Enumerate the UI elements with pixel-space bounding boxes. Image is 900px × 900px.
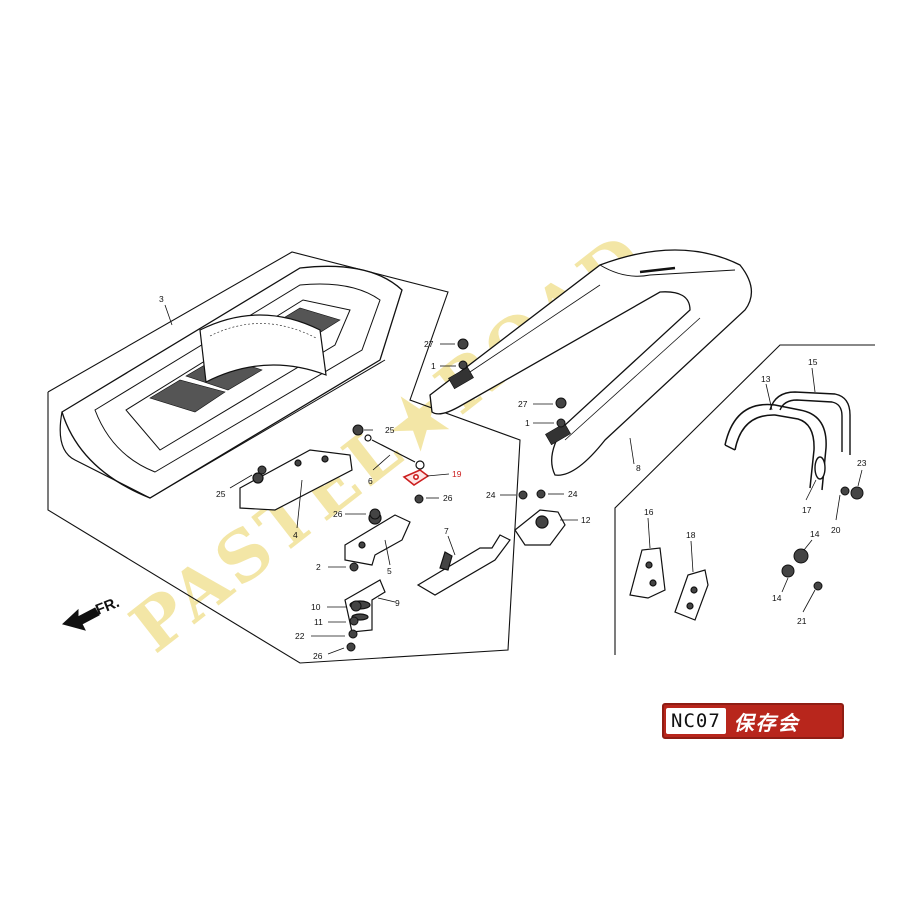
- fasteners: [257, 338, 864, 652]
- bolt-27-mid: [555, 397, 567, 409]
- bracket-part-18: [674, 569, 709, 621]
- part-callout: 27: [518, 399, 528, 409]
- part-callout: 16: [644, 507, 654, 517]
- front-direction-indicator: FR.: [62, 594, 122, 631]
- part-callout: 17: [802, 505, 812, 515]
- part-callout: 7: [444, 526, 449, 536]
- part-callout: 27: [424, 339, 434, 349]
- washer-1-top: [458, 360, 468, 370]
- part-callout: 1: [431, 361, 436, 371]
- logo-model-code: NC07: [666, 708, 726, 734]
- bracket-part-12: [514, 509, 566, 546]
- collar-2: [349, 562, 359, 572]
- nut-26-bottom: [346, 642, 356, 652]
- grommet-14-upper: [793, 548, 809, 564]
- screw-24-right: [536, 489, 546, 499]
- clip-part-19: [402, 469, 430, 486]
- nut-26-right: [414, 494, 424, 504]
- part-callout: 26: [443, 493, 453, 503]
- nut-25-top: [352, 424, 364, 436]
- rear-cowl-part-8: [429, 249, 752, 476]
- washer-1-mid: [556, 418, 566, 428]
- cable-part-6: [364, 434, 425, 470]
- bolt-23: [850, 486, 864, 500]
- nut-25-left: [257, 465, 267, 475]
- part-callout: 18: [686, 530, 696, 540]
- part-callout: 9: [395, 598, 400, 608]
- washer-10: [350, 600, 362, 612]
- front-label: FR.: [93, 594, 122, 619]
- group-boundaries: [47, 251, 875, 664]
- part-callout: 24: [486, 490, 496, 500]
- collar-22: [348, 629, 358, 639]
- grab-rail-part-15: [769, 391, 851, 455]
- latch-part-7: [416, 534, 511, 596]
- washer-11: [349, 616, 359, 626]
- part-callout: 13: [761, 374, 771, 384]
- part-callout: 20: [831, 525, 841, 535]
- leader-lines: [164, 304, 863, 655]
- grommet-14-lower: [781, 564, 795, 578]
- seat-group-boundary: [47, 251, 521, 664]
- part-callout: 23: [857, 458, 867, 468]
- part-callout: 12: [581, 515, 591, 525]
- bracket-part-4: [239, 449, 353, 511]
- grab-rail-part-13: [724, 403, 827, 491]
- part-callout: 25: [385, 425, 395, 435]
- part-callouts: 3 25 25 6 19 26 26 4 7 2 5 10 9 11 22 26…: [159, 294, 867, 661]
- part-callout: 2: [316, 562, 321, 572]
- part-callout: 21: [797, 616, 807, 626]
- part-callout: 26: [313, 651, 323, 661]
- part-callout: 15: [808, 357, 818, 367]
- part-callout: 25: [216, 489, 226, 499]
- bolt-27-top: [457, 338, 469, 350]
- bracket-part-16: [629, 547, 666, 599]
- part-callout: 10: [311, 602, 321, 612]
- part-callout: 4: [293, 530, 298, 540]
- part-callout: 8: [636, 463, 641, 473]
- seat-part-3: [59, 265, 403, 499]
- grab-rail-group-boundary: [614, 344, 875, 655]
- part-callout: 22: [295, 631, 305, 641]
- club-logo-badge: NC07 保存会: [662, 703, 844, 739]
- nut-26-left: [369, 508, 381, 520]
- arrow-icon: [62, 607, 100, 631]
- part-callout: 5: [387, 566, 392, 576]
- ring-part-17: [814, 456, 826, 480]
- screw-24-left: [518, 490, 528, 500]
- part-callout: 6: [368, 476, 373, 486]
- part-callout: 3: [159, 294, 164, 304]
- part-callout-highlighted: 19: [452, 469, 462, 479]
- part-callout: 26: [333, 509, 343, 519]
- part-callout: 11: [314, 617, 323, 627]
- logo-club-name: 保存会: [733, 710, 800, 735]
- part-callout: 24: [568, 489, 578, 499]
- bolt-21: [813, 581, 823, 591]
- part-callout: 14: [810, 529, 820, 539]
- part-callout: 14: [772, 593, 782, 603]
- part-callout: 1: [525, 418, 530, 428]
- bolt-20: [840, 486, 850, 496]
